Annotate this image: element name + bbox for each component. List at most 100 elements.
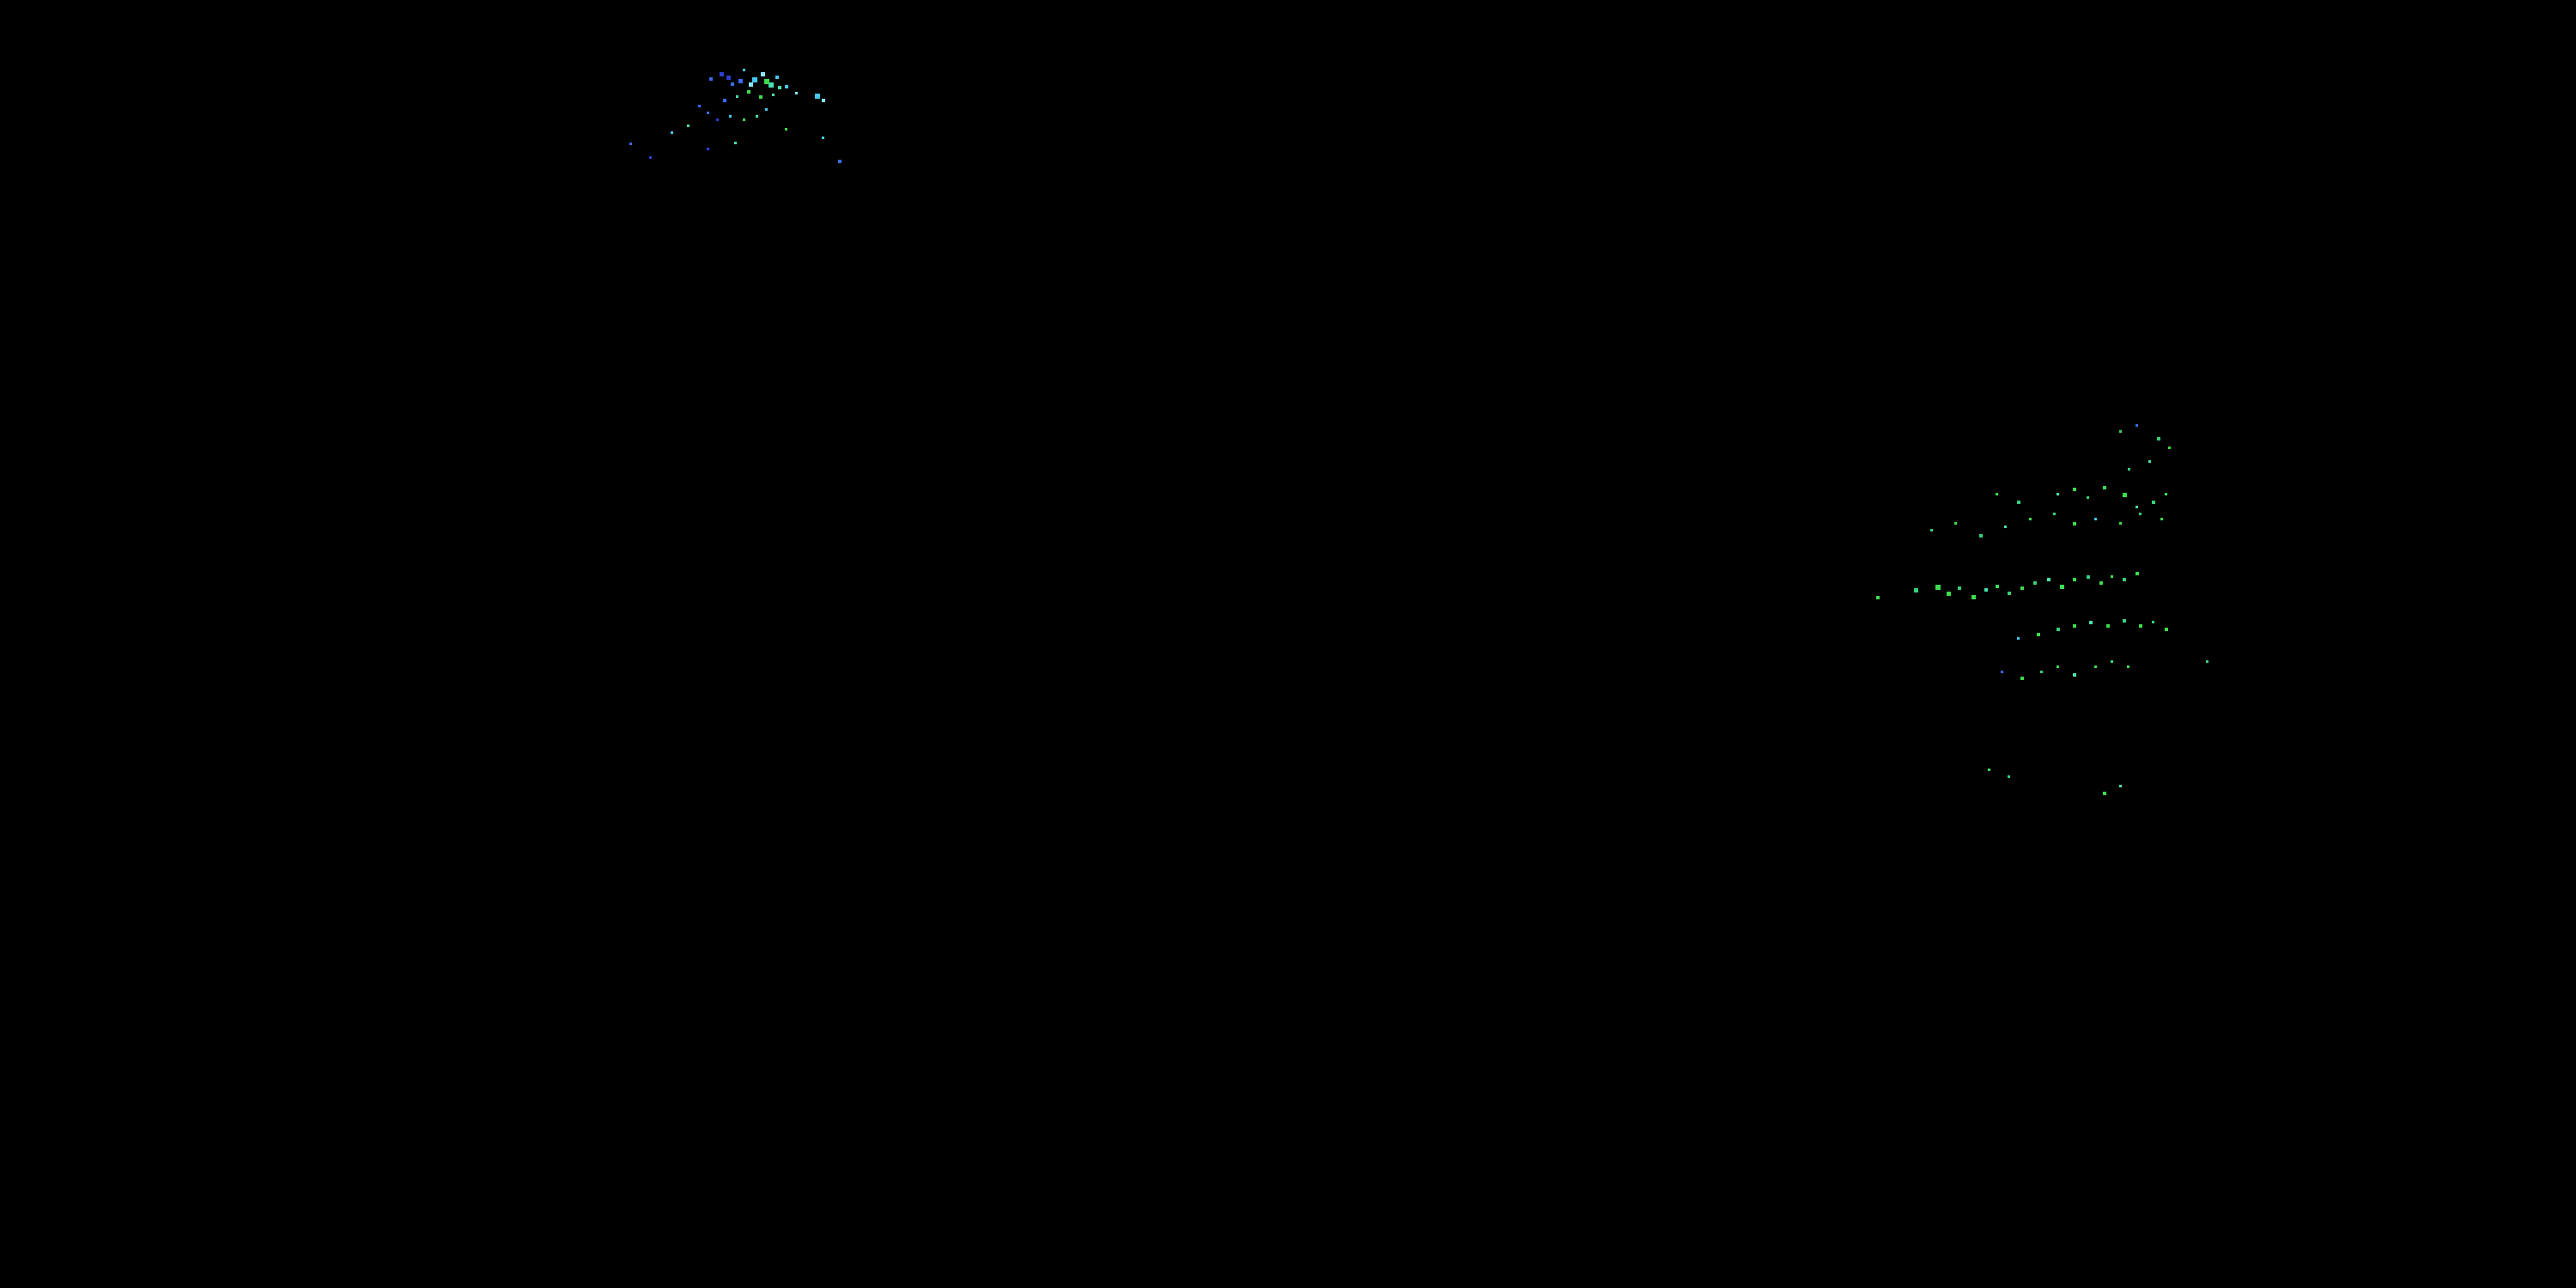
- speckle-dot: [2148, 460, 2151, 463]
- speckle-dot: [731, 82, 734, 86]
- speckle-dot: [1971, 595, 1976, 599]
- speckle-dot: [734, 142, 737, 144]
- speckle-dot: [2111, 575, 2113, 578]
- speckle-dot: [765, 108, 768, 111]
- speckle-dot: [716, 118, 719, 121]
- speckle-dot: [743, 69, 745, 71]
- speckle-dot: [2004, 526, 2007, 528]
- speckle-dot: [1876, 596, 1880, 599]
- speckle-dot: [2029, 518, 2032, 520]
- speckle-dot: [795, 92, 798, 94]
- speckle-dot: [1958, 586, 1961, 590]
- speckle-dot: [2127, 665, 2129, 668]
- speckle-dot: [2128, 468, 2130, 471]
- speckle-dot: [707, 112, 709, 114]
- speckle-dot: [2139, 624, 2142, 628]
- speckle-dot: [2040, 671, 2043, 673]
- speckle-dot: [2094, 518, 2097, 520]
- speckle-dot: [2087, 575, 2090, 579]
- speckle-dot: [723, 99, 726, 102]
- speckle-dot: [2073, 522, 2076, 526]
- speckle-dot: [1996, 493, 1998, 495]
- speckle-dot: [2103, 792, 2106, 795]
- speckle-dot: [756, 115, 758, 118]
- speckle-dot: [778, 86, 781, 89]
- speckle-dot: [2206, 660, 2208, 663]
- speckle-dot: [761, 72, 765, 76]
- speckle-dot: [747, 90, 750, 94]
- speckle-dot: [2106, 624, 2110, 628]
- speckle-dot: [2073, 488, 2076, 491]
- speckle-dot: [2165, 628, 2168, 631]
- speckle-dot: [2136, 424, 2138, 427]
- speckle-dot: [629, 143, 632, 145]
- speckle-dot: [738, 79, 743, 83]
- speckle-dot: [2020, 586, 2024, 590]
- speckle-dot: [2160, 518, 2163, 520]
- speckle-dot: [2139, 513, 2142, 515]
- speckle-dot: [671, 131, 673, 134]
- speckle-dot: [752, 77, 757, 82]
- speckle-dot: [2123, 619, 2126, 623]
- speckle-dot: [2073, 624, 2076, 628]
- speckle-dot: [707, 148, 709, 150]
- speckle-dot: [1914, 588, 1918, 592]
- speckle-dot: [743, 118, 745, 121]
- speckle-dot: [2057, 665, 2059, 668]
- speckle-dot: [2073, 673, 2076, 677]
- speckle-dot: [698, 105, 701, 107]
- speckle-dot: [2087, 496, 2089, 499]
- speckle-dot: [1979, 534, 1983, 538]
- speckle-dot: [1935, 585, 1941, 590]
- speckle-dot: [764, 79, 769, 84]
- speckle-dot: [838, 160, 841, 163]
- speckle-dot: [2094, 665, 2097, 668]
- speckle-dot: [1988, 769, 1990, 771]
- speckle-dot: [2089, 621, 2093, 624]
- speckle-dot: [736, 95, 738, 98]
- speckle-dot: [759, 95, 762, 99]
- speckle-dot: [769, 82, 774, 88]
- speckle-dot: [785, 85, 788, 88]
- speckle-dot: [785, 128, 787, 131]
- speckle-dot: [2136, 506, 2138, 508]
- speckle-dot: [822, 99, 825, 102]
- speckle-dot: [2047, 578, 2050, 581]
- speckle-dot: [687, 125, 690, 127]
- speckle-dot: [2157, 437, 2160, 440]
- speckle-dot: [2152, 621, 2154, 623]
- speckle-dot: [2119, 430, 2122, 433]
- speckle-dot: [2057, 628, 2060, 631]
- speckle-dot: [2168, 447, 2171, 449]
- speckle-dot: [720, 72, 724, 76]
- speckle-dot: [2099, 581, 2103, 585]
- speckle-dot: [1954, 522, 1957, 525]
- speckle-dot: [2119, 522, 2122, 525]
- speckle-dot: [749, 82, 753, 87]
- speckle-dot: [2020, 677, 2024, 680]
- speckle-dot: [2165, 493, 2167, 495]
- speckle-dot: [1984, 588, 1988, 592]
- speckle-dot: [775, 76, 779, 79]
- speckle-dot: [2001, 671, 2003, 673]
- speckle-dot: [2008, 592, 2011, 595]
- speckle-dot: [1947, 592, 1951, 596]
- speckle-dot: [2060, 585, 2064, 589]
- speckle-dot: [2033, 581, 2037, 585]
- speckle-dot: [1996, 585, 1999, 588]
- speckle-dot: [649, 156, 652, 159]
- speckle-dot: [729, 115, 732, 118]
- speckle-dot: [1930, 529, 1933, 532]
- speckle-dot: [709, 77, 713, 81]
- speckle-dot: [2073, 578, 2076, 581]
- speckle-dot: [2057, 493, 2059, 495]
- speckle-dot: [2123, 578, 2126, 581]
- speckle-dot: [2017, 637, 2020, 640]
- speckle-dot: [815, 94, 820, 99]
- speckle-dot: [2152, 501, 2155, 504]
- speckle-dot: [2103, 486, 2106, 489]
- speckle-dot: [726, 76, 731, 80]
- speckle-dot: [2017, 501, 2020, 504]
- speckle-dot: [2136, 572, 2139, 575]
